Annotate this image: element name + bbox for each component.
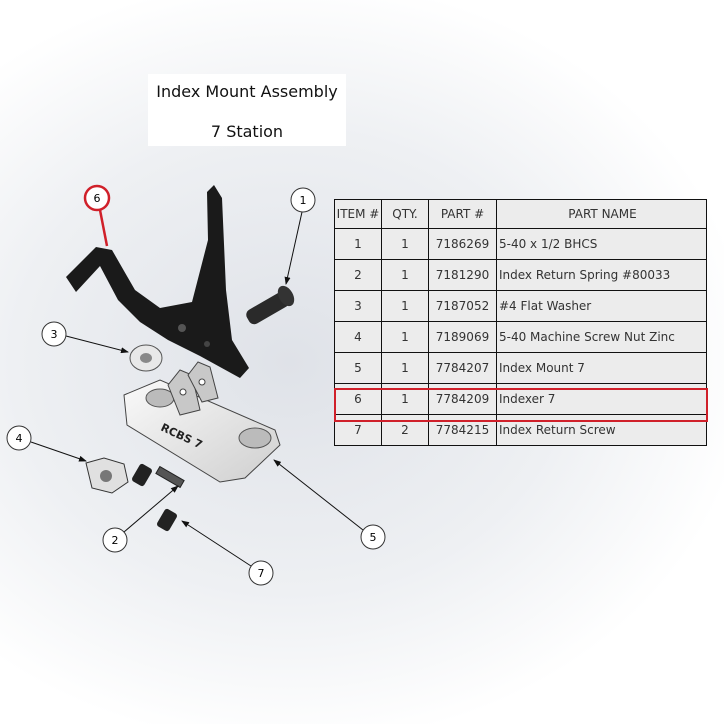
cell-item: 2 bbox=[334, 259, 382, 291]
balloon-5: 5 bbox=[370, 531, 377, 544]
leader-4 bbox=[30, 441, 87, 462]
cell-item: 7 bbox=[334, 414, 382, 446]
indexer-part bbox=[66, 185, 249, 378]
cell-part-name: 5-40 Machine Screw Nut Zinc bbox=[496, 321, 707, 353]
balloon-1: 1 bbox=[300, 194, 307, 207]
cell-part-number: 7189069 bbox=[428, 321, 497, 353]
cell-qty: 1 bbox=[381, 352, 429, 384]
cell-part-number: 7187052 bbox=[428, 290, 497, 322]
cell-qty: 1 bbox=[381, 259, 429, 291]
header-item: ITEM # bbox=[334, 199, 382, 229]
cell-part-number: 7784209 bbox=[428, 383, 497, 415]
balloon-4: 4 bbox=[16, 432, 23, 445]
indexer-hole bbox=[178, 324, 186, 332]
cell-part-name: Indexer 7 bbox=[496, 383, 707, 415]
balloon-3: 3 bbox=[51, 328, 58, 341]
balloon-2: 2 bbox=[112, 534, 119, 547]
cell-item: 6 bbox=[334, 383, 382, 415]
cell-part-number: 7181290 bbox=[428, 259, 497, 291]
cell-qty: 2 bbox=[381, 414, 429, 446]
leader-2 bbox=[123, 485, 179, 533]
washer-part bbox=[129, 344, 163, 372]
balloon-6: 6 bbox=[94, 192, 101, 205]
cell-part-name: Index Return Screw bbox=[496, 414, 707, 446]
title-box: Index Mount Assembly 7 Station bbox=[148, 74, 346, 146]
cell-item: 1 bbox=[334, 228, 382, 260]
cell-part-name: 5-40 x 1/2 BHCS bbox=[496, 228, 707, 260]
cell-item: 4 bbox=[334, 321, 382, 353]
leader-3 bbox=[65, 335, 129, 354]
leader-6 bbox=[98, 209, 109, 247]
cell-part-number: 7186269 bbox=[428, 228, 497, 260]
leader-5 bbox=[273, 459, 364, 531]
header-part-number: PART # bbox=[428, 199, 497, 229]
cell-qty: 1 bbox=[381, 321, 429, 353]
assembly-subtitle: 7 Station bbox=[210, 122, 284, 141]
leader-1 bbox=[284, 211, 303, 285]
cell-part-number: 7784215 bbox=[428, 414, 497, 446]
header-qty: QTY. bbox=[381, 199, 429, 229]
cell-part-name: #4 Flat Washer bbox=[496, 290, 707, 322]
header-part-name: PART NAME bbox=[496, 199, 707, 229]
cell-qty: 1 bbox=[381, 228, 429, 260]
cell-item: 5 bbox=[334, 352, 382, 384]
cell-item: 3 bbox=[334, 290, 382, 322]
cell-part-number: 7784207 bbox=[428, 352, 497, 384]
table-header-row: ITEM # QTY. PART # PART NAME bbox=[334, 199, 707, 229]
index-mount-part: RCBS 7 bbox=[123, 361, 281, 483]
leader-7 bbox=[181, 520, 252, 567]
cell-part-name: Index Return Spring #80033 bbox=[496, 259, 707, 291]
assembly-title: Index Mount Assembly bbox=[156, 82, 338, 101]
screw-part-1 bbox=[246, 285, 295, 325]
cell-part-name: Index Mount 7 bbox=[496, 352, 707, 384]
cell-qty: 1 bbox=[381, 290, 429, 322]
cell-qty: 1 bbox=[381, 383, 429, 415]
set-screw-part bbox=[132, 463, 152, 487]
spring-part bbox=[155, 465, 185, 489]
balloon-7: 7 bbox=[258, 567, 265, 580]
return-screw-part bbox=[157, 508, 177, 532]
nut-part bbox=[85, 457, 129, 494]
